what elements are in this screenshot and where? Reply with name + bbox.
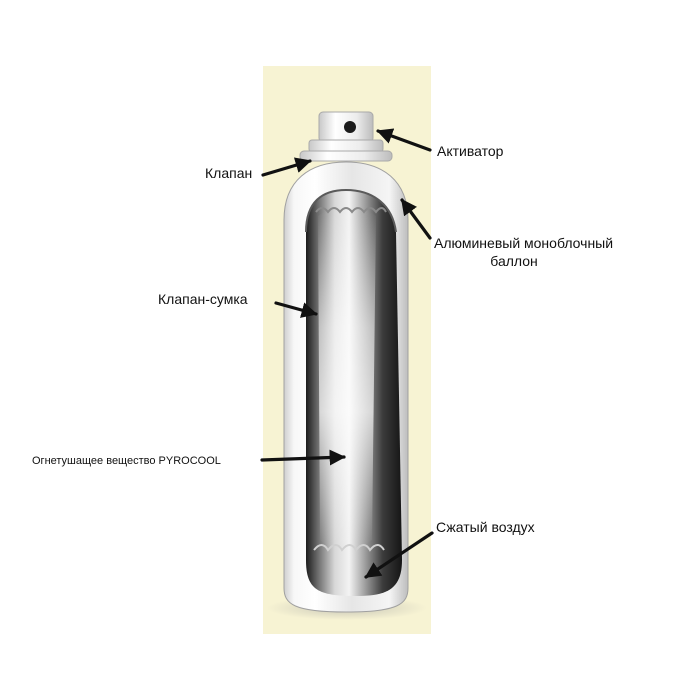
label-compressed-air: Сжатый воздух [436,519,535,535]
label-activator: Активатор [437,143,504,159]
callout-arrows [260,128,434,579]
can-rim-cut [305,188,397,233]
arrow-valve [261,157,312,177]
bag-folds-bottom [313,544,385,552]
label-aluminum-can-line1: Алюминевый моноблочный [434,235,614,251]
arrow-activator [376,128,432,152]
label-bag-on-valve: Клапан-сумка [158,291,248,307]
arrow-air [364,531,434,579]
label-valve: Клапан [205,165,253,181]
actuator-nozzle [344,121,356,133]
bag-highlight [318,208,376,548]
arrow-can [400,198,432,240]
arrow-bag-valve [274,301,318,318]
aerosol-can [283,111,409,613]
label-aluminum-can-line2: баллон [490,253,538,269]
valve-cup [308,139,384,153]
label-aluminum-can: Алюминевый моноблочный баллон [434,234,644,270]
valve-rim [299,150,393,162]
label-extinguishing-agent: Огнетушащее вещество PYROCOOL [32,455,221,467]
arrow-agent [260,449,346,466]
bag-folds-top [315,207,387,214]
